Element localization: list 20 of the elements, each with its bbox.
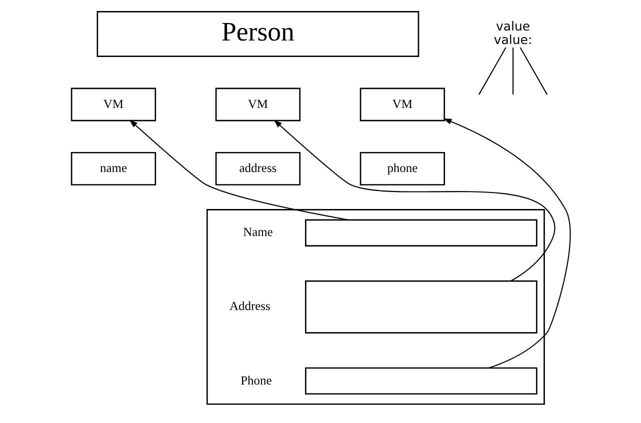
node-box: name [70, 152, 156, 186]
label: Name [242, 225, 272, 240]
cluster [206, 209, 544, 405]
arrow [442, 118, 570, 368]
node-box [304, 280, 537, 334]
node-text: value value: [493, 18, 532, 48]
label: Phone [240, 373, 272, 388]
connector [478, 47, 506, 95]
node-box [304, 367, 537, 395]
node-box: VM [214, 88, 300, 122]
connector [519, 47, 548, 95]
node-box: Person [96, 11, 419, 57]
node-box: phone [359, 152, 445, 186]
connector [512, 48, 514, 95]
arrow [273, 120, 555, 282]
node-box [304, 219, 537, 246]
label: Address [228, 299, 270, 314]
node-box: address [214, 152, 300, 186]
node-box: VM [70, 88, 156, 122]
node-box: VM [359, 88, 445, 122]
